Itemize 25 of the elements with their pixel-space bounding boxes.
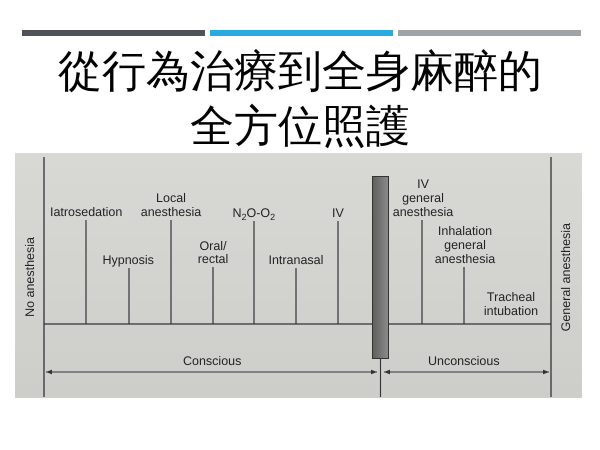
technique-label: IV general anesthesia <box>392 176 454 218</box>
leader-line <box>463 267 465 324</box>
technique-label: Intranasal <box>268 253 324 267</box>
range-label: Unconscious <box>428 354 500 368</box>
leader-line <box>421 220 423 324</box>
technique-label: Hypnosis <box>102 253 154 267</box>
leader-line <box>170 220 172 324</box>
scale-end-label: No anesthesia <box>23 237 37 317</box>
technique-label: Local anesthesia <box>138 191 204 219</box>
technique-label: Inhalation general anesthesia <box>432 224 498 266</box>
scale-end-label: General anesthesia <box>559 223 573 332</box>
technique-label: Oral/ rectal <box>192 240 234 266</box>
leader-line <box>253 221 255 324</box>
leader-line <box>337 221 339 324</box>
technique-label: Iatrosedation <box>50 205 122 219</box>
leader-line <box>295 268 297 324</box>
technique-label: N$_{2}$O-O$_{2}$ <box>232 206 276 220</box>
divider-bar <box>372 176 389 359</box>
technique-label: Tracheal intubation <box>480 290 542 318</box>
technique-label: IV <box>332 206 344 220</box>
range-label: Conscious <box>183 354 242 368</box>
slide-title: 從行為治療到全身麻醉的全方位照護 <box>57 45 543 154</box>
leader-line <box>128 268 130 324</box>
leader-line <box>85 220 87 324</box>
leader-line <box>212 267 214 324</box>
